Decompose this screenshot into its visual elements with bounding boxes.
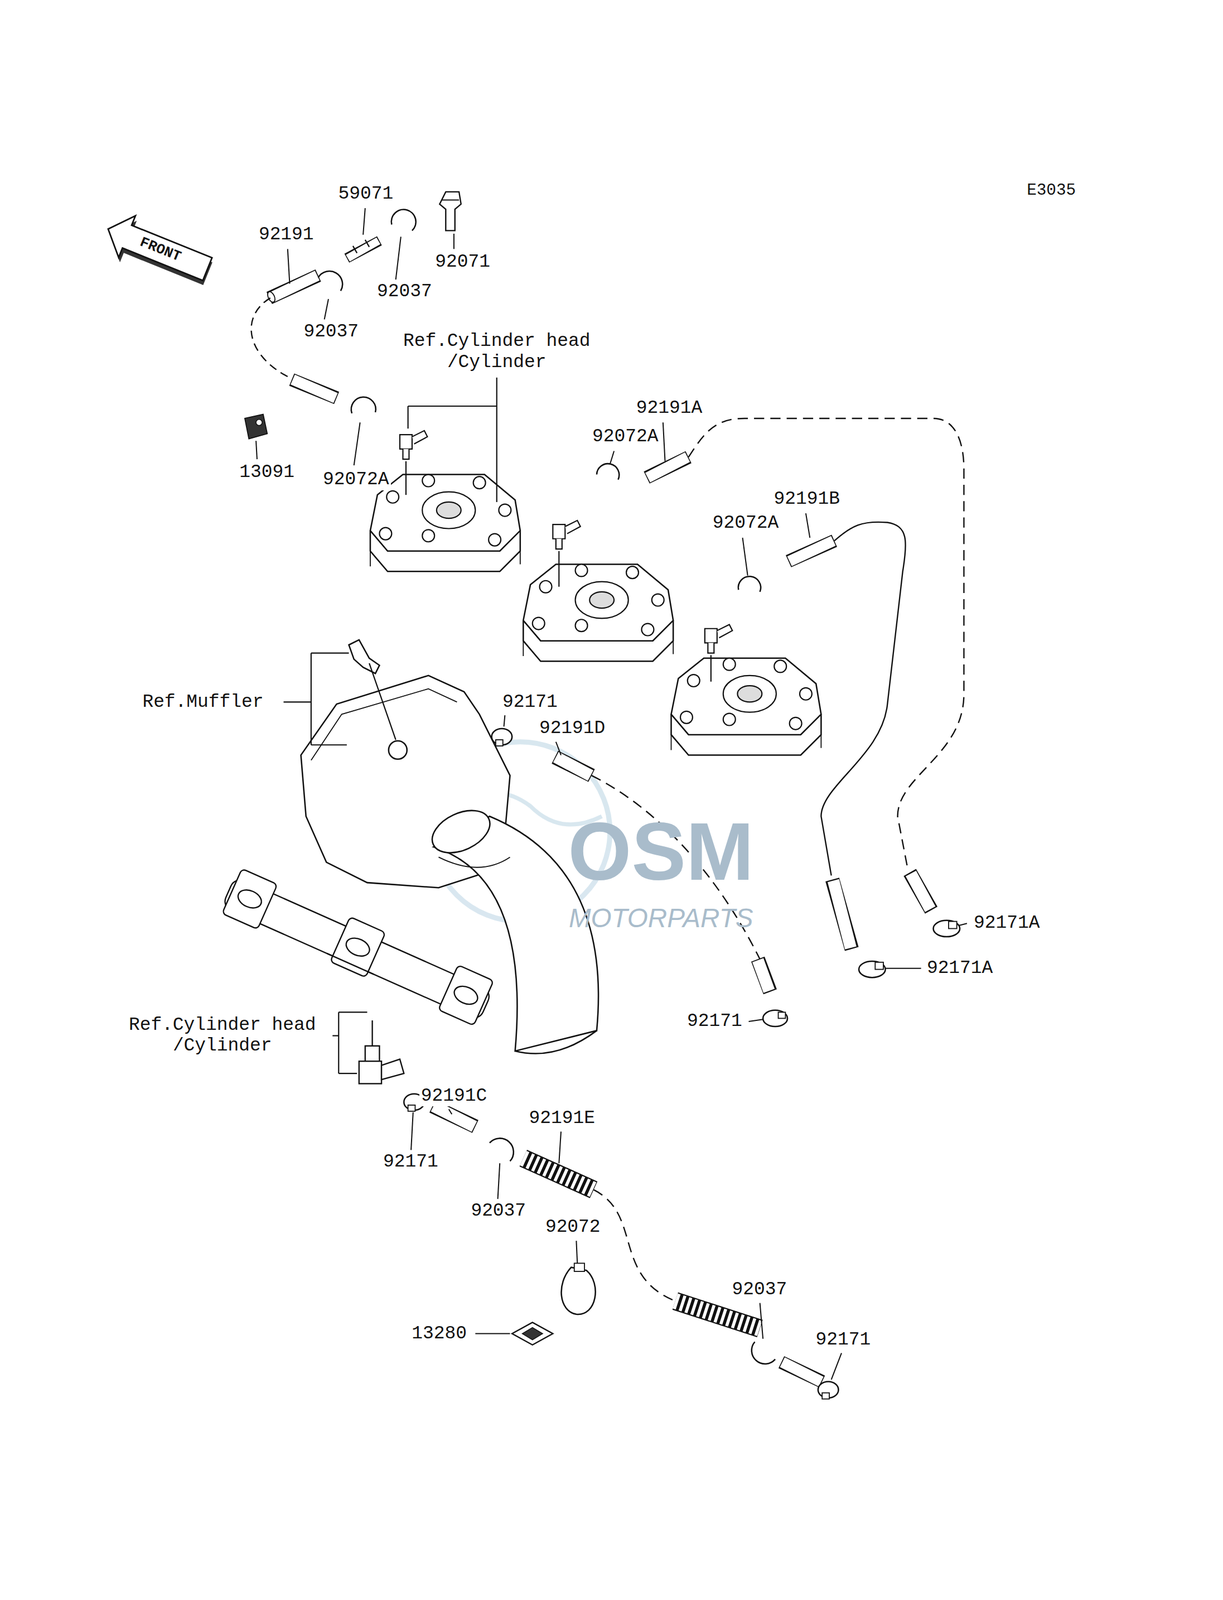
exhaust-manifold [219,867,497,1027]
callout-number: 92191B [772,488,842,510]
ref-bracket [283,653,349,746]
reference-note: Ref.Muffler [140,691,265,713]
callout-number: 92171 [500,691,560,713]
reference-note: Ref.Cylinder head /Cylinder [118,1014,327,1057]
callout-number: 92072A [711,512,781,534]
tee-fitting [359,1020,404,1084]
callout-number: 92171 [685,1010,744,1032]
callout-number: 92037 [730,1278,790,1300]
callout-number: 92191C [419,1085,489,1107]
callout-number: 92191 [257,224,316,246]
ref-bracket [332,1011,367,1073]
front-text: FRONT [137,234,183,266]
callout-number: 92171A [972,912,1042,934]
callout-number: 92072A [321,469,391,491]
watermark: MOTORPARTS [568,902,754,934]
callout-number: 92191D [537,717,607,739]
ref-bracket [408,377,497,502]
callout-number: 92171 [381,1151,441,1173]
callout-number: 92071 [433,251,492,273]
watermark: OSM [568,804,754,899]
callout-number: 92171A [925,957,995,979]
reference-note: Ref.Cylinder head /Cylinder [393,330,601,374]
callout-number: 59071 [336,183,396,205]
callout-number: 92037 [301,321,361,343]
callout-number: 92191E [527,1107,597,1129]
hose-parts [403,1093,839,1399]
callout-number: 92171 [814,1328,873,1351]
callout-number: 92191A [634,397,704,419]
drawing-code: E3035 [1025,181,1078,201]
callout-number: 13091 [237,461,297,483]
callout-number: 92072 [543,1216,603,1238]
leader-lines [255,208,968,1380]
hose-parts [491,728,788,1027]
front-arrow [98,208,218,295]
callout-number: 92072A [590,426,660,448]
hose-parts [244,191,462,439]
muffler [301,639,599,1054]
callout-number: 92037 [469,1200,528,1222]
callout-number: 13280 [409,1322,469,1345]
callout-number: 92037 [375,281,434,303]
